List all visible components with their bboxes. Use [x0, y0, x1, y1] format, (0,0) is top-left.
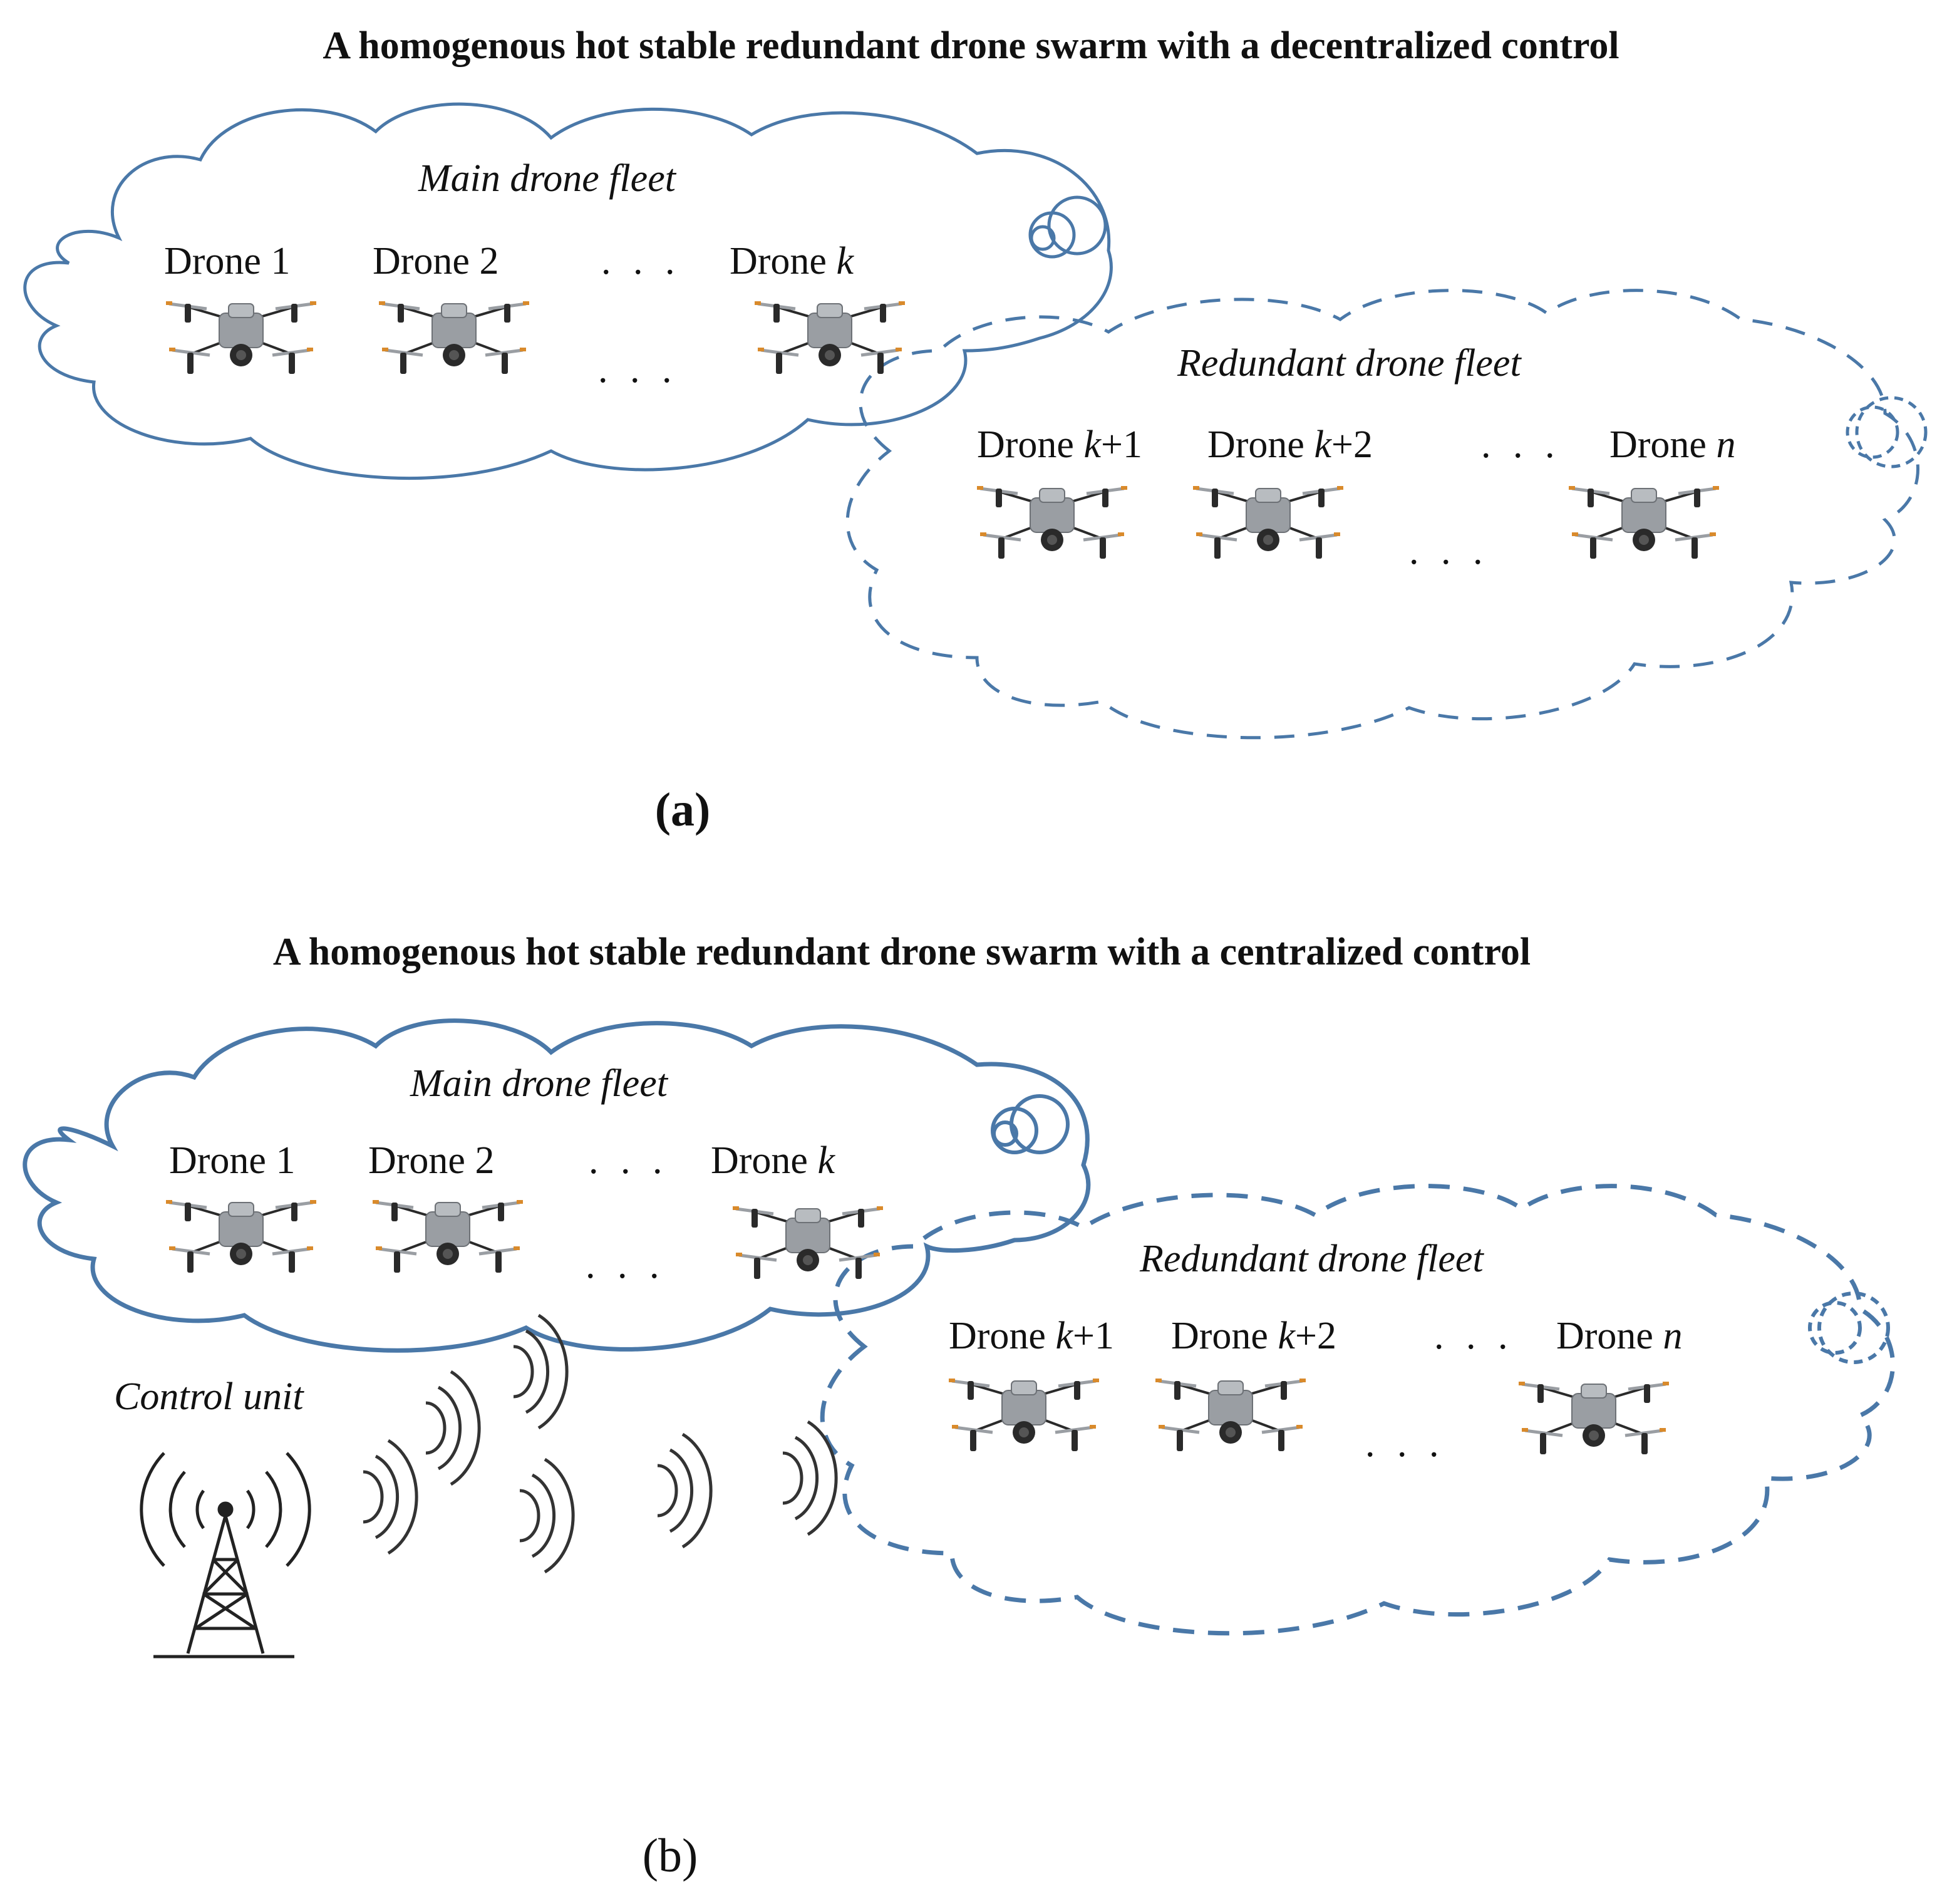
- control-tower-icon: [140, 1452, 311, 1658]
- signal-wave-icon: [513, 1313, 569, 1430]
- ellipsis-label-b-red: . . .: [1434, 1315, 1514, 1357]
- ellipsis-row-b-red: . . .: [1365, 1422, 1445, 1465]
- drone-label-b-2: Drone 2: [368, 1139, 495, 1182]
- drone-icon: [373, 285, 535, 391]
- drone-label-a-n: Drone n: [1609, 423, 1736, 466]
- drone-icon: [366, 1184, 529, 1290]
- dashed-loop-a2: [1855, 396, 1928, 468]
- drone-icon: [1562, 470, 1725, 576]
- main-fleet-cloud-b: [23, 1018, 1091, 1353]
- drone-icon: [160, 1184, 323, 1290]
- drone-label-a-k: Drone k: [730, 240, 854, 282]
- drone-label-a-k2: Drone k+2: [1207, 423, 1373, 466]
- redundant-fleet-title-a: Redundant drone fleet: [1177, 342, 1521, 385]
- cloud-loop-a3: [1030, 225, 1056, 251]
- cloud-loop-a2: [1047, 195, 1107, 256]
- redundant-fleet-cloud-b: [820, 1184, 1895, 1636]
- signal-wave-icon: [782, 1420, 838, 1536]
- dashed-loop-b2: [1817, 1291, 1890, 1364]
- drone-icon: [1512, 1365, 1675, 1472]
- ellipsis-label-a: . . .: [601, 240, 681, 282]
- main-fleet-cloud-a: [23, 102, 1113, 480]
- drone-label-b-k2: Drone k+2: [1171, 1315, 1336, 1357]
- drone-icon: [971, 470, 1134, 576]
- cloud-loop-b3: [992, 1120, 1018, 1147]
- drone-label-b-k: Drone k: [711, 1139, 835, 1182]
- drone-icon: [943, 1362, 1105, 1469]
- ellipsis-row-a-red: . . .: [1409, 530, 1489, 572]
- main-fleet-title-a: Main drone fleet: [418, 157, 676, 200]
- drone-label-a-k1: Drone k+1: [977, 423, 1142, 466]
- main-fleet-title-b: Main drone fleet: [410, 1062, 668, 1105]
- ellipsis-label-b: . . .: [589, 1139, 669, 1182]
- drone-icon: [1187, 470, 1350, 576]
- drone-label-a-2: Drone 2: [373, 240, 499, 282]
- ellipsis-row-a: . . .: [598, 348, 678, 391]
- signal-wave-icon: [519, 1457, 575, 1574]
- signal-waves: [363, 1313, 838, 1574]
- signal-wave-icon: [363, 1439, 418, 1555]
- signal-wave-icon: [657, 1432, 713, 1549]
- cloud-loop-b2: [1010, 1094, 1070, 1154]
- drone-label-b-1: Drone 1: [169, 1139, 296, 1182]
- drone-icon: [726, 1190, 889, 1296]
- ellipsis-label-a-red: . . .: [1481, 423, 1561, 466]
- dashed-loop-b1: [1808, 1301, 1862, 1355]
- control-unit-label: Control unit: [114, 1375, 304, 1418]
- drone-label-b-k1: Drone k+1: [949, 1315, 1114, 1357]
- ellipsis-row-b: . . .: [586, 1244, 666, 1286]
- dashed-loop-a1: [1846, 405, 1899, 459]
- drone-icon: [1149, 1362, 1312, 1469]
- panel-a-caption: (a): [654, 784, 711, 836]
- drone-label-b-n: Drone n: [1556, 1315, 1683, 1357]
- redundant-fleet-cloud-a: [845, 289, 1919, 740]
- drone-label-a-1: Drone 1: [164, 240, 291, 282]
- panel-b-title: A homogenous hot stable redundant drone …: [272, 931, 1531, 973]
- drone-icon: [748, 285, 911, 391]
- signal-wave-icon: [425, 1370, 481, 1486]
- drone-icon: [160, 285, 323, 391]
- redundant-fleet-title-b: Redundant drone fleet: [1140, 1238, 1484, 1280]
- panel-a-title: A homogenous hot stable redundant drone …: [323, 24, 1619, 67]
- panel-b-caption: (b): [642, 1829, 698, 1882]
